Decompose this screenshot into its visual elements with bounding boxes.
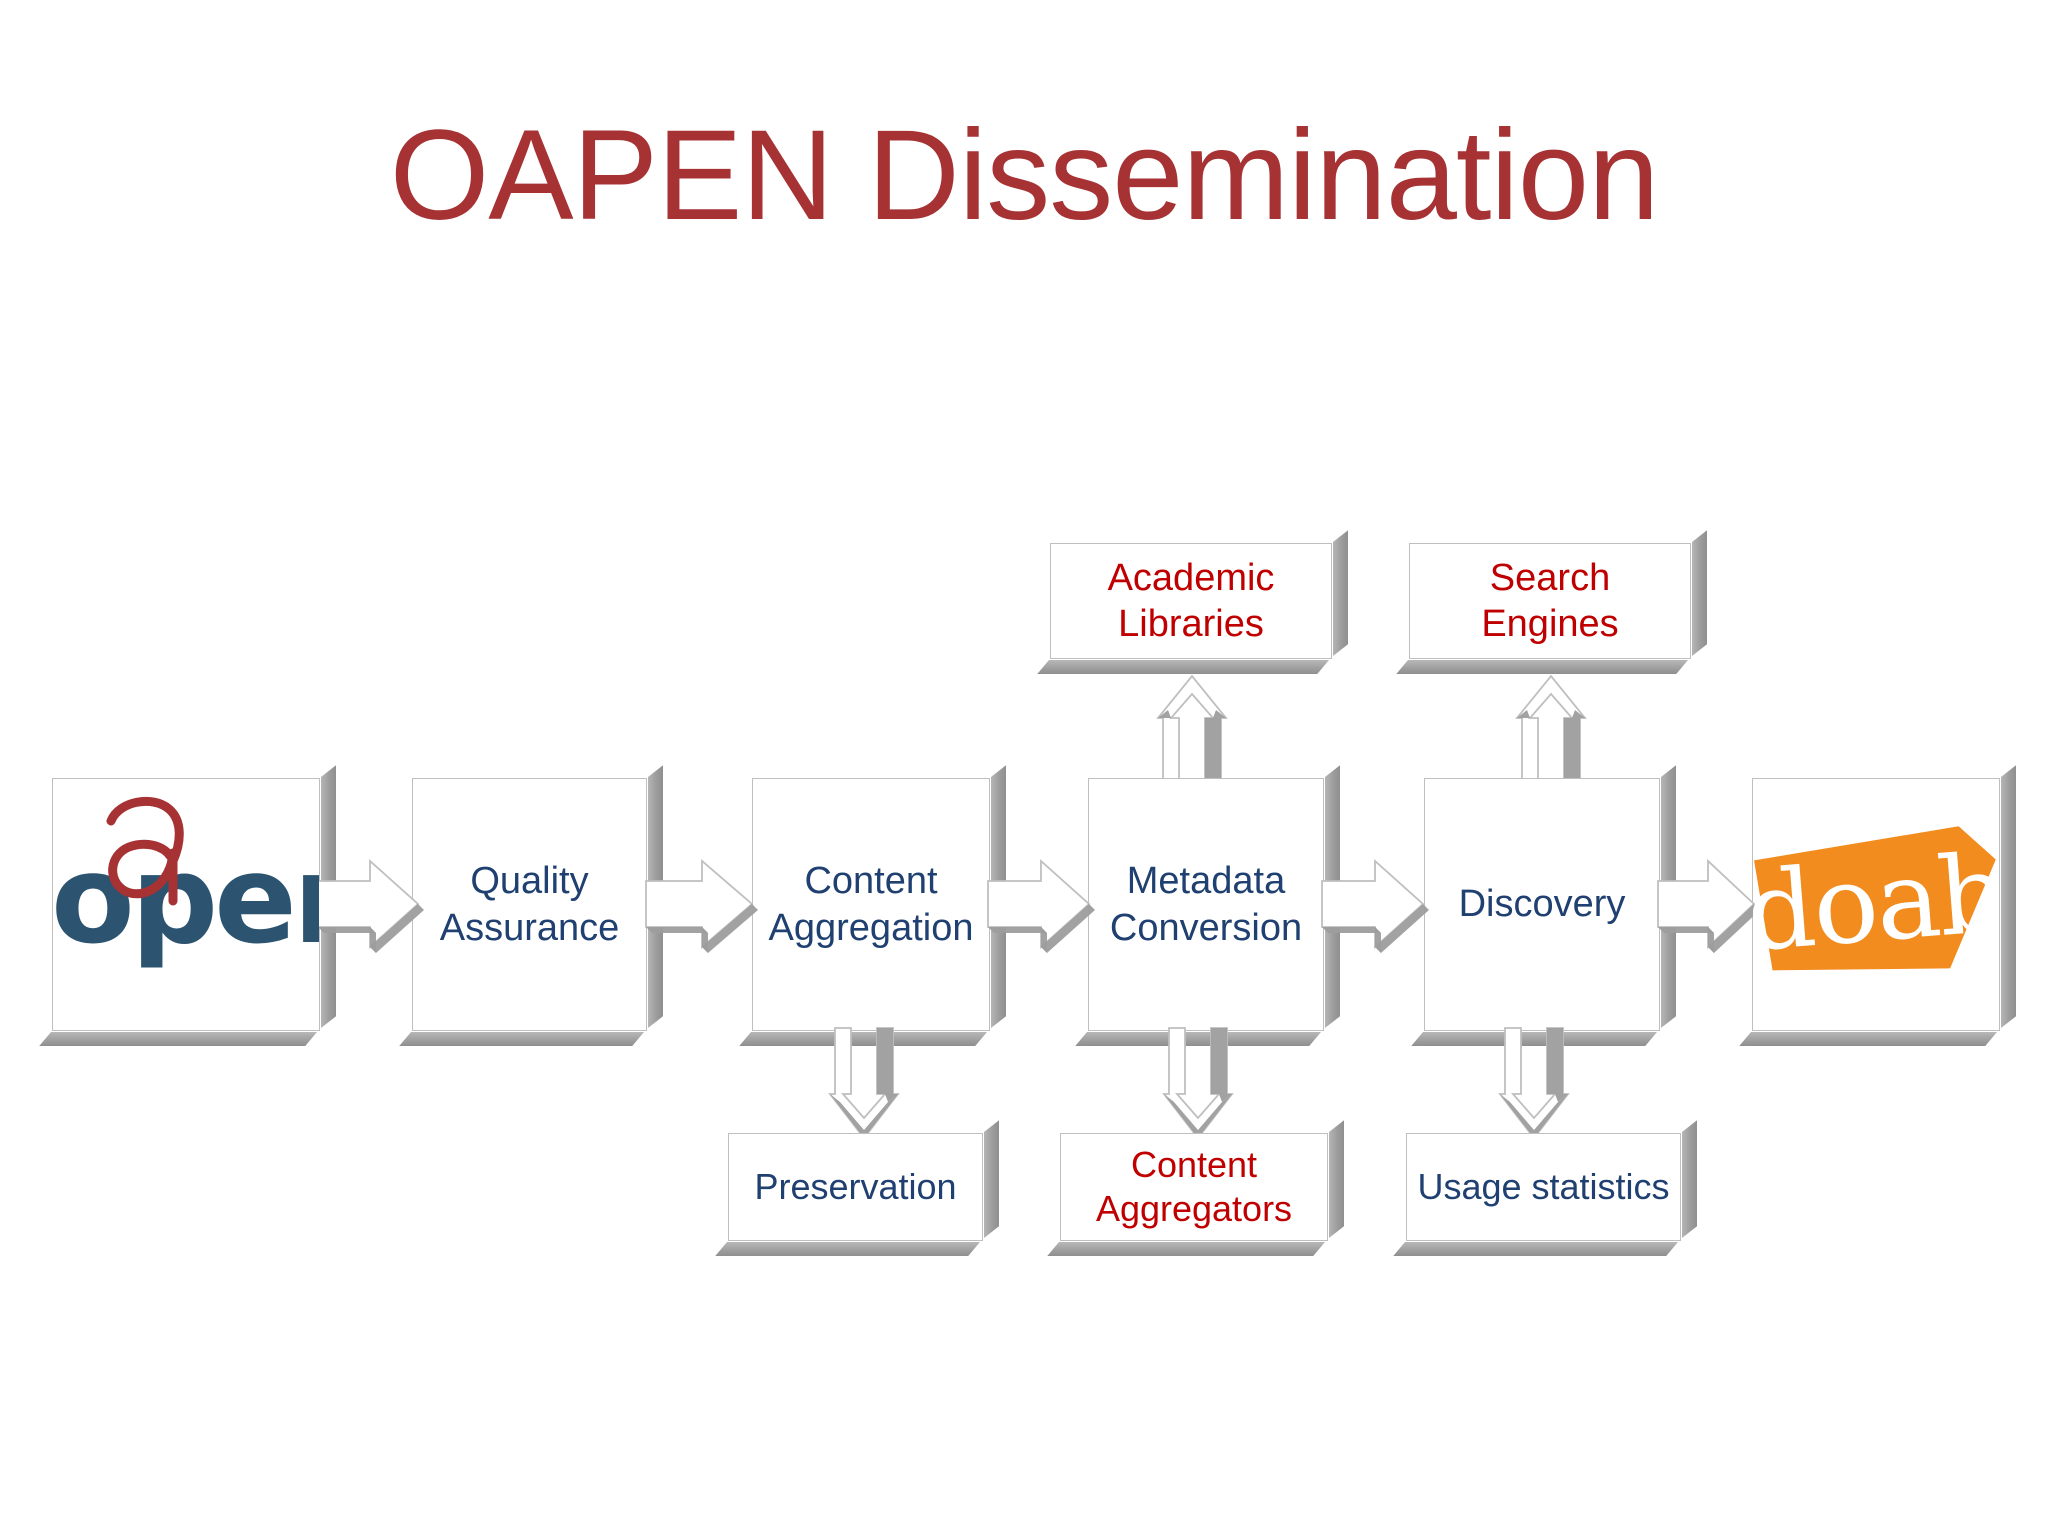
search-engines-label: Search Engines <box>1410 555 1690 648</box>
process-box-quality-assurance[interactable]: Quality Assurance <box>412 778 647 1031</box>
content-aggregators-label: Content Aggregators <box>1088 1143 1300 1231</box>
content-aggregators-line1: Content <box>1130 1144 1258 1186</box>
right-arrow-metadata-conversion-to-discovery <box>1321 855 1429 953</box>
down-arrow-content-aggregation-to-preservation <box>828 1027 900 1144</box>
doab-logo: doab <box>1753 820 1999 989</box>
right-arrow-quality-assurance-to-content-aggregation <box>645 855 758 953</box>
doab-wordmark: doab <box>1753 830 1999 976</box>
quality-assurance-label: Quality Assurance <box>432 858 628 951</box>
up-arrow-discovery-to-search-engines <box>1515 672 1587 790</box>
doab-logo-wrap: doab <box>1753 779 1999 1030</box>
process-box-metadata-conversion[interactable]: Metadata Conversion <box>1088 778 1324 1031</box>
right-arrow-oapen-to-quality-assurance <box>317 855 424 953</box>
up-arrow-metadata-to-academic-libraries <box>1156 672 1228 790</box>
usage-statistics-label: Usage statistics <box>1409 1165 1677 1209</box>
metadata-conversion-label: Metadata Conversion <box>1102 858 1310 951</box>
content-aggregation-label: Content Aggregation <box>761 858 982 951</box>
discovery-label: Discovery <box>1451 881 1634 927</box>
academic-libraries-line2: Libraries <box>1118 603 1264 645</box>
page-title: OAPEN Dissemination <box>389 104 1660 247</box>
output-box-academic-libraries[interactable]: Academic Libraries <box>1050 543 1332 659</box>
content-aggregators-line2: Aggregators <box>1095 1188 1293 1229</box>
output-box-search-engines[interactable]: Search Engines <box>1409 543 1691 659</box>
down-arrow-discovery-to-usage-statistics <box>1498 1027 1570 1144</box>
process-box-oapen[interactable]: open <box>52 778 320 1031</box>
content-aggregation-line1: Content <box>804 860 938 903</box>
right-arrow-content-aggregation-to-metadata-conversion <box>987 855 1095 953</box>
right-arrow-discovery-to-doab <box>1657 855 1760 953</box>
preservation-line1: Preservation <box>754 1166 957 1208</box>
oapen-logo-wrap: open <box>53 779 319 1030</box>
quality-assurance-line1: Quality <box>470 860 589 903</box>
academic-libraries-label: Academic Libraries <box>1100 555 1283 648</box>
process-box-content-aggregation[interactable]: Content Aggregation <box>752 778 990 1031</box>
academic-libraries-line1: Academic <box>1107 556 1275 599</box>
content-aggregation-line2: Aggregation <box>768 906 974 949</box>
oapen-wordmark: open <box>53 828 319 971</box>
quality-assurance-line2: Assurance <box>439 906 620 949</box>
output-box-usage-statistics[interactable]: Usage statistics <box>1406 1133 1681 1241</box>
process-box-discovery[interactable]: Discovery <box>1424 778 1660 1031</box>
search-engines-line1: Search Engines <box>1481 556 1619 645</box>
down-arrow-metadata-conversion-to-content-aggregators <box>1162 1027 1234 1144</box>
metadata-conversion-line1: Metadata <box>1126 860 1286 903</box>
metadata-conversion-line2: Conversion <box>1109 906 1303 949</box>
process-box-doab[interactable]: doab <box>1752 778 2000 1031</box>
preservation-label: Preservation <box>746 1165 964 1209</box>
discovery-line1: Discovery <box>1458 883 1626 926</box>
output-box-preservation[interactable]: Preservation <box>728 1133 983 1241</box>
oapen-logo: open <box>53 796 319 975</box>
usage-statistics-line1: Usage statistics <box>1417 1166 1670 1208</box>
output-box-content-aggregators[interactable]: Content Aggregators <box>1060 1133 1328 1241</box>
